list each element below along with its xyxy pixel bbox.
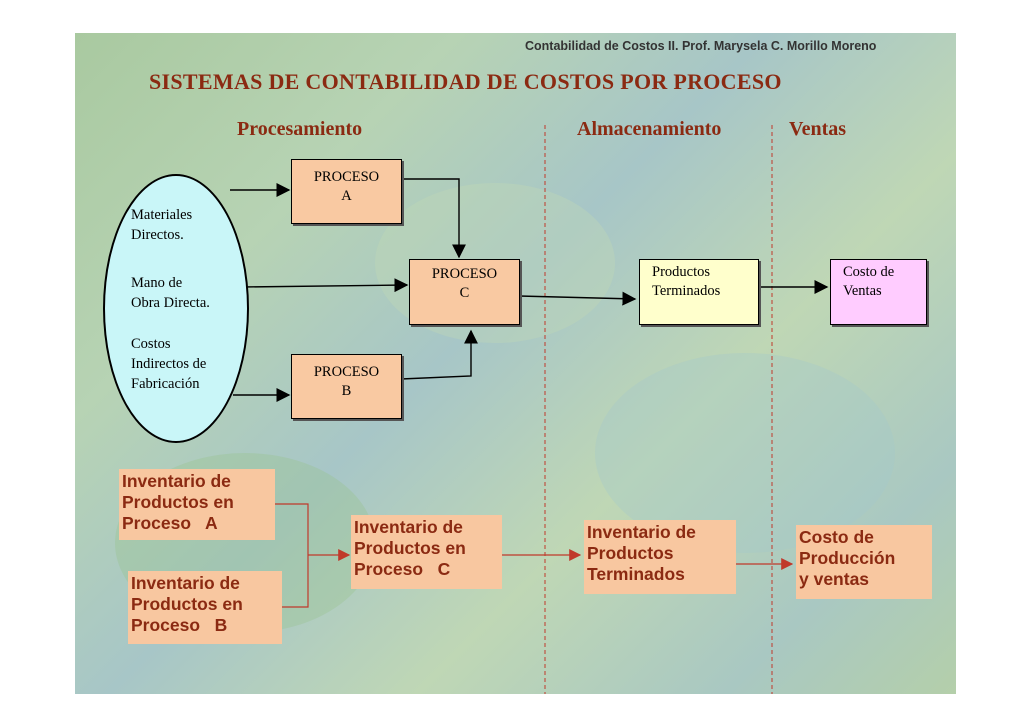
proceso-c-line1: PROCESO: [431, 266, 498, 282]
proceso-c-box: PROCESO C: [409, 259, 520, 325]
proceso-a-line2: A: [341, 188, 352, 204]
inventario-proceso-a: Inventario de Productos en Proceso A: [119, 469, 275, 540]
inputs-oval: [103, 174, 249, 443]
proceso-c-line2: C: [459, 285, 470, 301]
costo-ventas-box: Costo de Ventas: [830, 259, 927, 325]
section-ventas: Ventas: [789, 118, 847, 140]
inventario-proceso-c: Inventario de Productos en Proceso C: [351, 515, 502, 589]
costo-produccion-ventas: Costo de Producción y ventas: [796, 525, 932, 599]
texture: [595, 353, 895, 553]
slide-header: Contabilidad de Costos II. Prof. Marysel…: [525, 39, 877, 53]
connector-lines: [230, 125, 829, 694]
input-mano-obra: Mano de Obra Directa.: [131, 275, 210, 311]
productos-terminados-box: Productos Terminados: [639, 259, 759, 325]
proceso-b-line1: PROCESO: [313, 364, 380, 380]
inventario-terminados: Inventario de Productos Terminados: [584, 520, 736, 594]
slide-title: SISTEMAS DE CONTABILIDAD DE COSTOS POR P…: [149, 69, 782, 94]
slide: Contabilidad de Costos II. Prof. Marysel…: [75, 33, 956, 694]
proceso-b-line2: B: [341, 383, 352, 399]
productos-terminados-label: Productos Terminados: [652, 264, 721, 299]
input-materiales: Materiales Directos.: [131, 207, 193, 243]
costo-ventas-label: Costo de Ventas: [843, 264, 895, 299]
proceso-b-box: PROCESO B: [291, 354, 402, 419]
input-costos-indirectos: Costos Indirectos de Fabricación: [131, 336, 207, 392]
section-almacenamiento: Almacenamiento: [577, 118, 722, 140]
section-procesamiento: Procesamiento: [237, 118, 363, 140]
proceso-a-box: PROCESO A: [291, 159, 402, 224]
inventario-proceso-b: Inventario de Productos en Proceso B: [128, 571, 282, 644]
proceso-a-line1: PROCESO: [313, 169, 380, 185]
